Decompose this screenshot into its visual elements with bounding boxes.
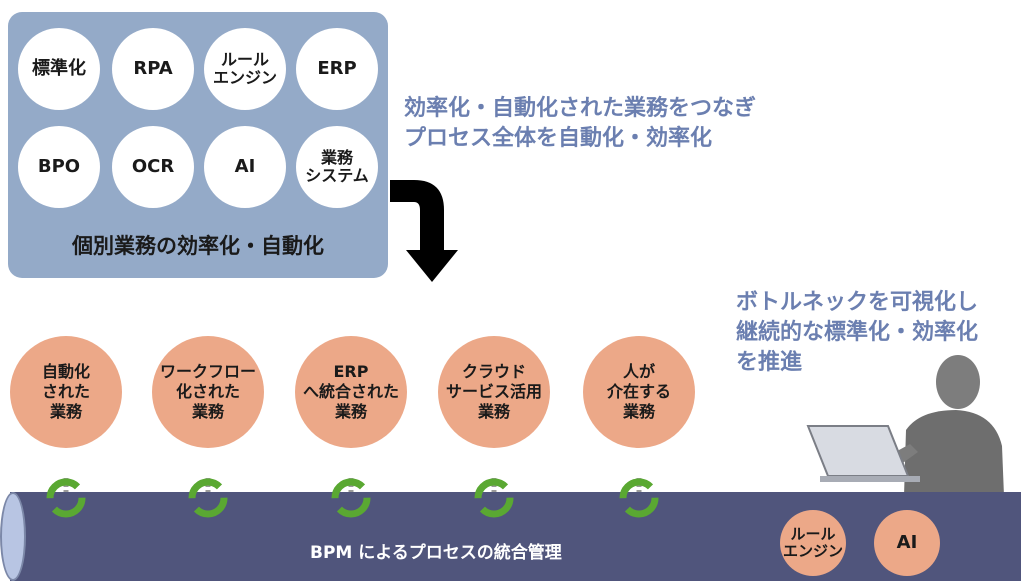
process-circle-workflow: ワークフロー 化された 業務 [152,336,264,448]
panel-caption: 個別業務の効率化・自動化 [72,234,324,258]
automation-description: 効率化・自動化された業務をつなぎ プロセス全体を自動化・効率化 [404,96,757,151]
tool-circle-business-system: 業務 システム [296,126,378,208]
tool-circle-standardization: 標準化 [18,28,100,110]
down-arrow-icon [390,180,458,282]
process-circle-erp: ERP へ統合された 業務 [295,336,407,448]
tool-circle-ai: AI [204,126,286,208]
process-circle-cloud: クラウド サービス活用 業務 [438,336,550,448]
pipe-label: BPM によるプロセスの統合管理 [310,543,562,563]
visualization-description: ボトルネックを可視化し 継続的な標準化・効率化 を推進 [736,290,979,375]
tool-circle-bpo: BPO [18,126,100,208]
bpm-pipe [10,492,1021,581]
pipe-tool-ai: AI [874,510,940,576]
tool-circle-ocr: OCR [112,126,194,208]
pipe-tool-rule-engine: ルール エンジン [780,510,846,576]
tool-circle-rule-engine: ルール エンジン [204,28,286,110]
person-laptop-icon [806,355,1004,496]
individual-tasks-panel: 標準化 RPA ルール エンジン ERP BPO OCR AI 業務 システム … [8,12,388,278]
process-circle-automated: 自動化 された 業務 [10,336,122,448]
pipe-end-cap [0,492,26,581]
cycle-icons-overlay [46,478,659,518]
tool-circle-erp: ERP [296,28,378,110]
tool-circle-rpa: RPA [112,28,194,110]
process-circle-human: 人が 介在する 業務 [583,336,695,448]
